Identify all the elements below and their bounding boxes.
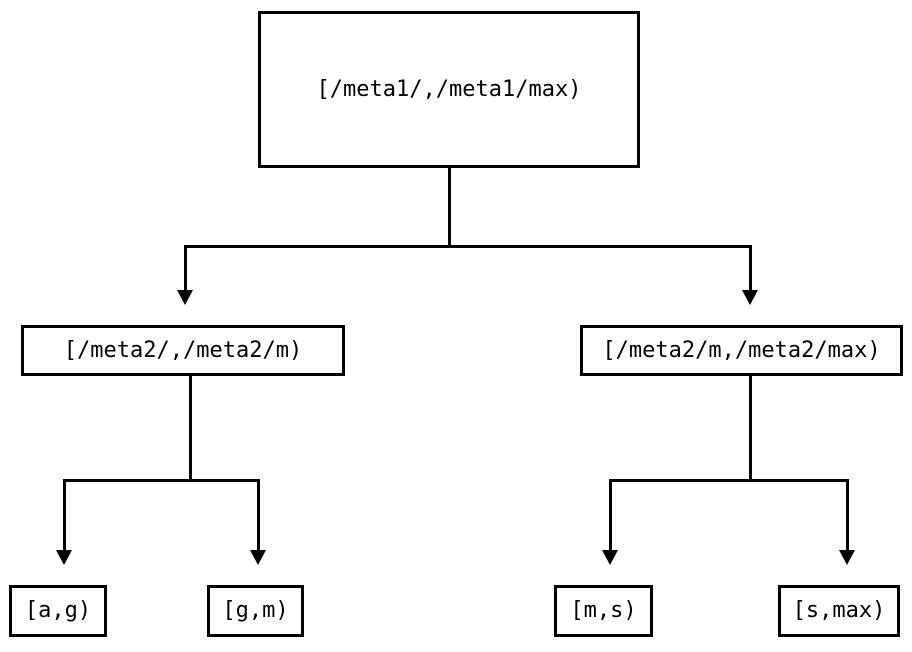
tree-node-leaf-1[interactable]: [a,g)	[9, 585, 107, 637]
arrowhead-to-mid-right	[742, 290, 758, 305]
tree-node-leaf-4[interactable]: [s,max)	[778, 585, 900, 637]
tree-node-leaf-3-label: [m,s)	[570, 598, 637, 623]
edge-mid-right-crossbar	[609, 479, 849, 482]
edge-root-to-mid-right-drop	[749, 245, 752, 292]
tree-node-mid-right-label: [/meta2/m,/meta2/max)	[602, 337, 881, 363]
edge-mid-right-to-leaf3-drop	[609, 479, 612, 552]
edge-root-stem	[448, 168, 451, 248]
tree-node-mid-right[interactable]: [/meta2/m,/meta2/max)	[580, 325, 903, 376]
edge-mid-left-stem	[189, 376, 192, 482]
tree-node-root[interactable]: [/meta1/,/meta1/max)	[258, 11, 640, 168]
arrowhead-to-mid-left	[177, 290, 193, 305]
tree-node-leaf-4-label: [s,max)	[792, 598, 886, 623]
edge-root-to-mid-left-drop	[184, 245, 187, 292]
edge-mid-left-to-leaf1-drop	[63, 479, 66, 552]
tree-node-leaf-2[interactable]: [g,m)	[207, 585, 304, 637]
edge-mid-left-crossbar	[63, 479, 260, 482]
arrowhead-to-leaf-2	[250, 550, 266, 565]
edge-mid-left-to-leaf2-drop	[257, 479, 260, 552]
tree-node-root-label: [/meta1/,/meta1/max)	[316, 76, 582, 102]
arrowhead-to-leaf-1	[56, 550, 72, 565]
edge-mid-right-to-leaf4-drop	[846, 479, 849, 552]
tree-node-leaf-1-label: [a,g)	[24, 598, 92, 623]
tree-node-mid-left[interactable]: [/meta2/,/meta2/m)	[21, 325, 345, 376]
edge-root-crossbar	[184, 245, 752, 248]
tree-node-leaf-2-label: [g,m)	[222, 598, 289, 623]
arrowhead-to-leaf-4	[839, 550, 855, 565]
arrowhead-to-leaf-3	[602, 550, 618, 565]
edge-mid-right-stem	[749, 376, 752, 482]
tree-node-mid-left-label: [/meta2/,/meta2/m)	[63, 337, 303, 363]
tree-node-leaf-3[interactable]: [m,s)	[554, 585, 653, 637]
